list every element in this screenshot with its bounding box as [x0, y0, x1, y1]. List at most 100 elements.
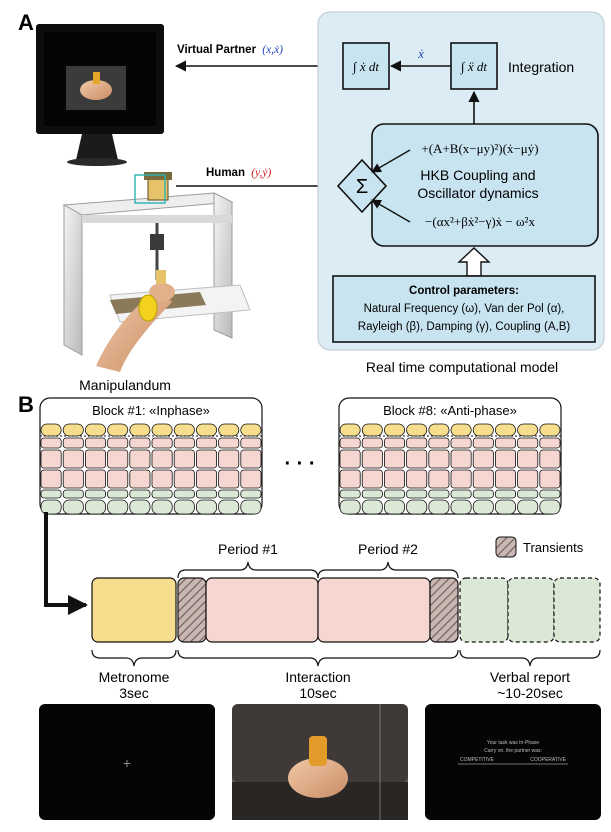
panel-a-label: A: [18, 10, 34, 35]
block-tile: [450, 469, 472, 489]
block-tile: [361, 449, 383, 469]
block-tile: [428, 499, 450, 515]
coupling-term: +(A+B(x−μy)²)(ẋ−μẏ): [421, 141, 538, 156]
block-tile: [195, 489, 217, 499]
block-tile: [218, 499, 240, 515]
block-tile: [361, 489, 383, 499]
block-1: [39, 397, 263, 515]
block-tile: [40, 499, 62, 515]
block-tile: [129, 489, 151, 499]
block-tile: [472, 423, 494, 437]
fixation-cross: +: [123, 755, 131, 771]
block-tile: [173, 469, 195, 489]
block-tile: [151, 499, 173, 515]
block-tile: [129, 499, 151, 515]
block-tile: [107, 437, 129, 449]
metronome-screen: [39, 704, 215, 820]
blocks-ellipsis: · · ·: [284, 453, 315, 475]
block-tile: [40, 469, 62, 489]
block-tile: [472, 437, 494, 449]
block-tile: [494, 423, 516, 437]
integral-box-2: [450, 42, 498, 90]
control-params-box: [332, 275, 596, 343]
scale-left: COMPETITIVE: [460, 757, 495, 763]
block-tile: [218, 423, 240, 437]
integral-1-text: ∫ ẋ dt: [352, 59, 379, 75]
xdot-label: ẋ: [417, 46, 424, 61]
interaction-time: 10sec: [299, 685, 336, 701]
verbal-screen: [425, 704, 601, 820]
manipulandum-icon: [62, 172, 251, 372]
panel-b-label: B: [18, 392, 34, 417]
control-arrow-icon: [457, 247, 491, 277]
block-tile: [450, 449, 472, 469]
block-tile: [472, 469, 494, 489]
block-tile: [151, 449, 173, 469]
oscillator-arrow: [371, 199, 411, 223]
virtual-partner-vars: (x,ẋ): [262, 44, 283, 56]
block-tile: [383, 423, 405, 437]
block-tile: [406, 437, 428, 449]
model-caption: Real time computational model: [366, 359, 558, 375]
block-tile: [517, 449, 539, 469]
interaction-screen: [232, 704, 408, 820]
block-tile: [539, 449, 561, 469]
hand-icon: [288, 758, 348, 798]
block-tile: [406, 499, 428, 515]
block-tile: [472, 499, 494, 515]
integral-2-text: ∫ ẍ dt: [460, 59, 487, 75]
block-tile: [173, 489, 195, 499]
sigma-symbol: Σ: [356, 176, 368, 198]
model-title-2: Oscillator dynamics: [417, 185, 538, 201]
integration-label: Integration: [508, 59, 574, 75]
block-tile: [107, 499, 129, 515]
block-tile: [428, 437, 450, 449]
block-tile: [240, 437, 262, 449]
block-tile: [383, 437, 405, 449]
control-line-2: Rayleigh (β), Damping (γ), Coupling (A,B…: [358, 321, 571, 333]
block-tile: [85, 437, 107, 449]
block-tile: [339, 489, 361, 499]
oscillator-term: −(αx²+βẋ²−γ)ẋ − ω²x: [425, 214, 535, 229]
transients-label: Transients: [523, 540, 584, 555]
virtual-partner-label: Virtual Partner: [177, 44, 257, 56]
block-tile: [361, 469, 383, 489]
block-tile: [151, 437, 173, 449]
block-tile: [195, 423, 217, 437]
block-tile: [218, 469, 240, 489]
block-tile: [107, 423, 129, 437]
block-tile: [195, 449, 217, 469]
block-tile: [40, 449, 62, 469]
screen-text-1: Your task was In-Phase: [487, 740, 540, 746]
block-tile: [494, 449, 516, 469]
period-1-label: Period #1: [218, 541, 278, 557]
block-tile: [539, 489, 561, 499]
block-tile: [339, 423, 361, 437]
period-1-segment: [205, 577, 319, 643]
block-tile: [62, 449, 84, 469]
verbal-segment-1: [459, 577, 509, 643]
block-tile: [173, 437, 195, 449]
block-tile: [173, 499, 195, 515]
block-8-title: Block #8: «Anti-phase»: [383, 403, 517, 418]
human-label: Human: [206, 167, 245, 179]
block-tile: [85, 499, 107, 515]
block-tile: [361, 423, 383, 437]
block-tile: [62, 437, 84, 449]
block-tile: [517, 489, 539, 499]
svg-text:Virtual Partner (x,ẋ): Virtual Partner (x,ẋ): [177, 44, 283, 56]
block-tile: [361, 499, 383, 515]
block-tile: [383, 469, 405, 489]
block-tile: [151, 469, 173, 489]
block-tile: [40, 489, 62, 499]
block-tile: [85, 423, 107, 437]
block-tile: [40, 437, 62, 449]
metronome-brace: [91, 649, 177, 667]
block-tile: [240, 469, 262, 489]
control-title: Control parameters:: [409, 285, 519, 297]
metronome-segment: [91, 577, 177, 643]
block-tile: [383, 489, 405, 499]
block-tile: [40, 423, 62, 437]
block-tile: [85, 489, 107, 499]
block-tile: [361, 437, 383, 449]
